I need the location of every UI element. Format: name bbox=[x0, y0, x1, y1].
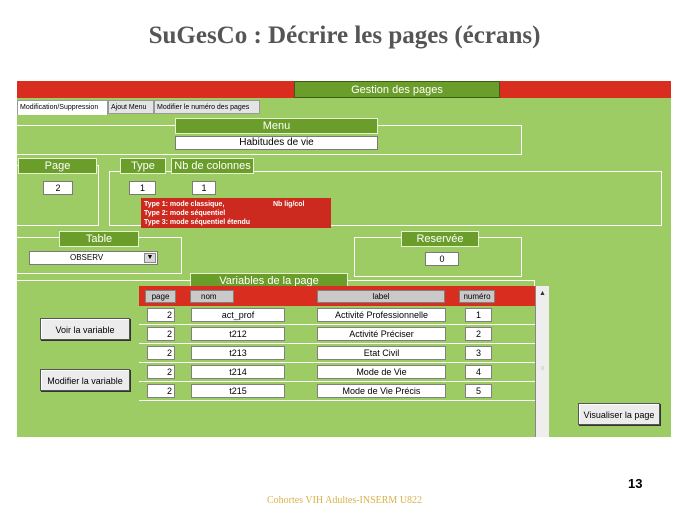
reservee-field[interactable]: 0 bbox=[425, 252, 459, 266]
tab-ajout-menu[interactable]: Ajout Menu bbox=[108, 100, 154, 114]
cell-page[interactable]: 2 bbox=[147, 365, 175, 379]
page-field[interactable]: 2 bbox=[43, 181, 73, 195]
cell-nom[interactable]: t213 bbox=[191, 346, 285, 360]
grid-scrollbar[interactable]: ▲ ≡ bbox=[535, 286, 549, 437]
cell-page[interactable]: 2 bbox=[147, 384, 175, 398]
col-header-label: label bbox=[317, 290, 445, 303]
menu-field[interactable]: Habitudes de vie bbox=[175, 136, 378, 150]
type-group bbox=[109, 171, 662, 226]
cell-numero[interactable]: 2 bbox=[465, 327, 492, 341]
cell-label[interactable]: Etat Civil bbox=[317, 346, 446, 360]
cell-label[interactable]: Activité Professionnelle bbox=[317, 308, 446, 322]
cell-nom[interactable]: act_prof bbox=[191, 308, 285, 322]
table-row[interactable]: 2 t214 Mode de Vie 4 bbox=[139, 363, 535, 382]
app-window: Gestion des pages Modification/Suppressi… bbox=[17, 81, 671, 437]
table-row[interactable]: 2 t212 Activité Préciser 2 bbox=[139, 325, 535, 344]
cell-numero[interactable]: 1 bbox=[465, 308, 492, 322]
voir-variable-button[interactable]: Voir la variable bbox=[40, 318, 130, 340]
type-info-line2: Type 2: mode séquentiel bbox=[144, 210, 226, 217]
type-info-nb-lig-col: Nb lig/col bbox=[273, 201, 305, 208]
slide-title: SuGesCo : Décrire les pages (écrans) bbox=[148, 22, 541, 49]
cell-numero[interactable]: 4 bbox=[465, 365, 492, 379]
cell-page[interactable]: 2 bbox=[147, 346, 175, 360]
page-label: Page bbox=[18, 158, 97, 174]
table-row[interactable]: 2 act_prof Activité Professionnelle 1 bbox=[139, 306, 535, 325]
col-header-page: page bbox=[145, 290, 176, 303]
cell-label[interactable]: Activité Préciser bbox=[317, 327, 446, 341]
nb-colonnes-field[interactable]: 1 bbox=[192, 181, 216, 195]
scroll-up-icon[interactable]: ▲ bbox=[539, 290, 546, 297]
type-info-line1: Type 1: mode classique, bbox=[144, 201, 225, 208]
slide-footer: Cohortes VIH Adultes-INSERM U822 bbox=[266, 495, 423, 506]
table-label: Table bbox=[59, 231, 139, 247]
table-row[interactable]: 2 t213 Etat Civil 3 bbox=[139, 344, 535, 363]
cell-page[interactable]: 2 bbox=[147, 327, 175, 341]
tab-modification-suppression[interactable]: Modification/Suppression bbox=[17, 100, 108, 115]
type-info-line3: Type 3: mode séquentiel étendu bbox=[144, 219, 251, 226]
type-field[interactable]: 1 bbox=[129, 181, 156, 195]
table-select-value: OBSERV bbox=[70, 253, 104, 262]
col-header-numero: numéro bbox=[459, 290, 495, 303]
title-bar-right bbox=[500, 81, 671, 98]
cell-numero[interactable]: 3 bbox=[465, 346, 492, 360]
cell-nom[interactable]: t215 bbox=[191, 384, 285, 398]
modifier-variable-button[interactable]: Modifier la variable bbox=[40, 369, 130, 391]
tab-modifier-numero-pages[interactable]: Modifier le numéro des pages bbox=[154, 100, 260, 114]
cell-label[interactable]: Mode de Vie bbox=[317, 365, 446, 379]
visualiser-page-button[interactable]: Visualiser la page bbox=[578, 403, 660, 425]
menu-label: Menu bbox=[175, 118, 378, 134]
reservee-label: Reservée bbox=[401, 231, 479, 247]
chevron-down-icon[interactable]: ▼ bbox=[144, 253, 156, 263]
nb-colonnes-label: Nb de colonnes bbox=[171, 158, 254, 174]
cell-numero[interactable]: 5 bbox=[465, 384, 492, 398]
type-info-box: Type 1: mode classique, Nb lig/col Type 2… bbox=[141, 198, 331, 228]
scroll-thumb-icon[interactable]: ≡ bbox=[540, 366, 545, 372]
table-select[interactable]: OBSERV ▼ bbox=[29, 251, 158, 265]
slide-page-number: 13 bbox=[628, 476, 643, 491]
window-title: Gestion des pages bbox=[294, 81, 500, 98]
col-header-nom: nom bbox=[190, 290, 234, 303]
title-bar-left bbox=[17, 81, 294, 98]
cell-page[interactable]: 2 bbox=[147, 308, 175, 322]
cell-nom[interactable]: t214 bbox=[191, 365, 285, 379]
cell-label[interactable]: Mode de Vie Précis bbox=[317, 384, 446, 398]
page-group bbox=[17, 165, 99, 226]
cell-nom[interactable]: t212 bbox=[191, 327, 285, 341]
table-row[interactable]: 2 t215 Mode de Vie Précis 5 bbox=[139, 382, 535, 401]
type-label: Type bbox=[120, 158, 166, 174]
